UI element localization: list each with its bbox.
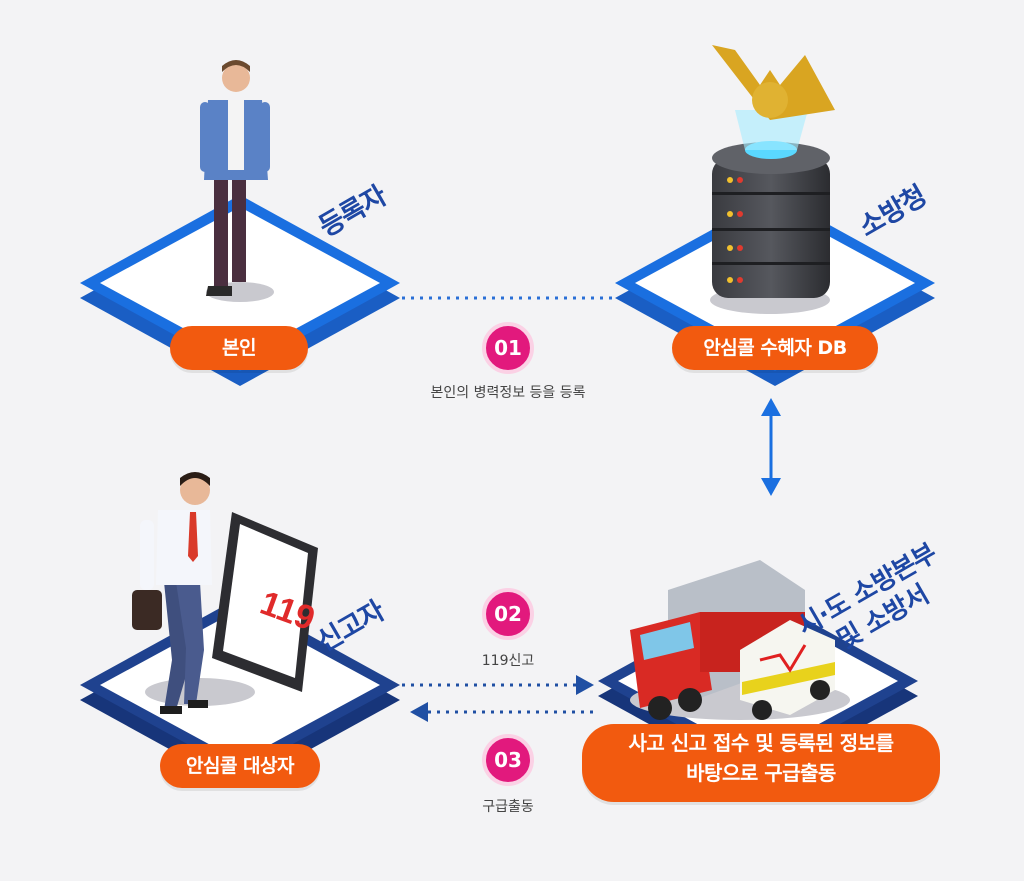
step-caption-01: 본인의 병력정보 등을 등록 xyxy=(430,385,586,401)
label-fire-hq-line2: 바탕으로 구급출동 xyxy=(686,761,836,785)
arrow-left-icon xyxy=(410,702,428,722)
person-registrant-illustration xyxy=(200,60,274,302)
fire-truck-ambulance-illustration xyxy=(630,560,850,720)
label-fire-hq-line1: 사고 신고 접수 및 등록된 정보를 xyxy=(628,731,894,755)
person-reporter-illustration xyxy=(132,472,212,714)
label-reporter: 안심콜 대상자 xyxy=(160,744,320,788)
server-database-illustration xyxy=(710,45,835,314)
vertical-double-arrow xyxy=(761,398,781,496)
step-badge-02: 02 xyxy=(482,588,534,640)
step-badge-01: 01 xyxy=(482,322,534,374)
label-registrant: 본인 xyxy=(170,326,308,370)
platform-reporter xyxy=(80,597,400,788)
label-fire-agency: 안심콜 수혜자 DB xyxy=(672,326,878,370)
step-badge-03: 03 xyxy=(482,734,534,786)
label-fire-hq: 사고 신고 접수 및 등록된 정보를 바탕으로 구급출동 xyxy=(582,724,940,802)
arrow-right-icon xyxy=(576,675,594,695)
tablet-119-illustration: 119 xyxy=(145,512,320,706)
step-caption-02: 119신고 xyxy=(481,653,535,669)
step-caption-03: 구급출동 xyxy=(482,799,534,815)
